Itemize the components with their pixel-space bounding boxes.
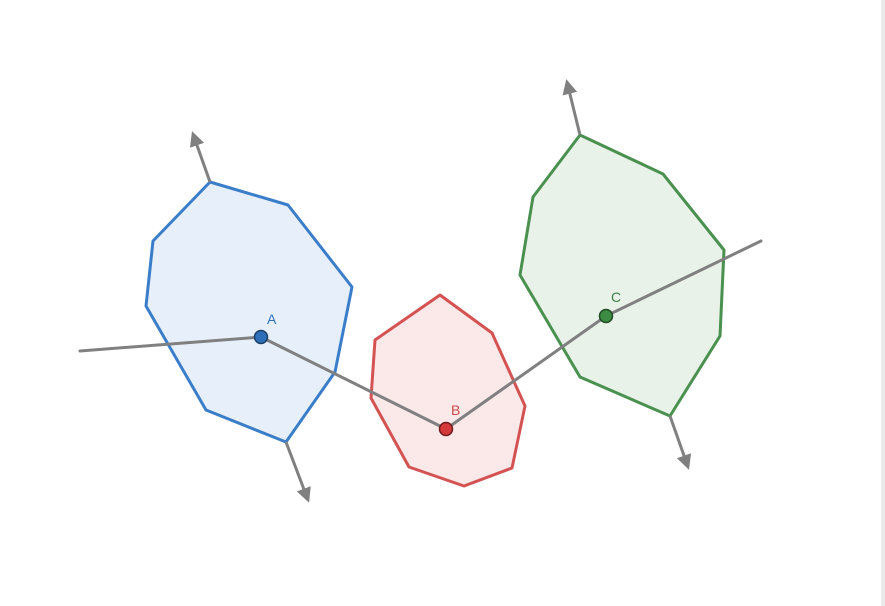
scrollbar-edge — [881, 0, 885, 606]
region-b-polygon — [369, 293, 527, 488]
arrow-a-down — [284, 441, 311, 503]
point-a[interactable] — [253, 329, 269, 345]
arrow-c-up — [562, 79, 582, 136]
arrow-c-down — [668, 415, 692, 470]
point-c-label: C — [611, 289, 621, 305]
point-c[interactable] — [598, 308, 614, 324]
point-b-label: B — [451, 402, 460, 418]
point-b[interactable] — [438, 421, 454, 437]
point-a-label: A — [267, 311, 277, 327]
region-c-polygon — [518, 133, 726, 418]
arrow-a-up — [189, 131, 212, 183]
region-a-polygon — [144, 180, 354, 444]
